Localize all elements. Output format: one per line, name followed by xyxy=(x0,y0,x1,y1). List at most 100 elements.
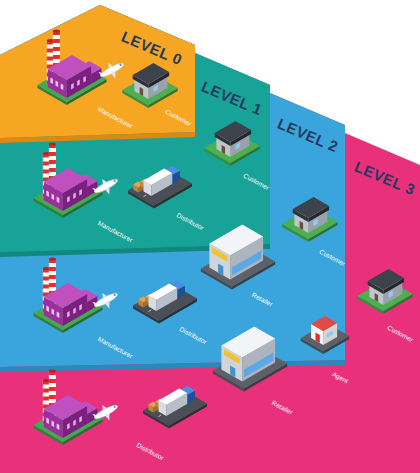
chimney-stripe xyxy=(43,170,50,174)
band-edge xyxy=(0,360,345,372)
chimney-stripe xyxy=(49,267,56,271)
airplane-window xyxy=(113,293,116,296)
entity-label: Distributor xyxy=(135,442,164,462)
factory-window xyxy=(79,189,82,196)
house-roof xyxy=(133,63,169,84)
factory-window xyxy=(46,418,49,425)
store-window xyxy=(232,251,262,276)
customer-house-icon xyxy=(282,197,337,242)
agent-office-icon xyxy=(301,316,349,354)
chimney-top xyxy=(43,267,50,270)
house-roof xyxy=(368,269,404,290)
airplane-icon xyxy=(91,173,122,200)
airplane-icon xyxy=(91,399,122,426)
entity-label: Manufacturer xyxy=(97,220,134,244)
chimney-stripe xyxy=(49,387,56,391)
chimney-stripe xyxy=(43,162,50,166)
factory-window xyxy=(50,78,53,85)
chimney-stripe xyxy=(47,49,54,53)
customer-house-icon xyxy=(357,269,412,314)
agent-door xyxy=(316,333,320,344)
house-door xyxy=(222,145,226,154)
house-window xyxy=(154,85,158,93)
house-roof xyxy=(215,121,251,142)
factory-window xyxy=(71,83,74,90)
entity-label: Distributor xyxy=(175,212,204,232)
chimney-stripe xyxy=(53,47,60,51)
factory-window xyxy=(46,191,49,198)
band-surface xyxy=(0,5,420,473)
store-window xyxy=(244,353,274,378)
chimney-stripe xyxy=(47,57,54,61)
chimney-stripe xyxy=(43,389,50,393)
entity-label: Customer xyxy=(242,173,270,192)
factory-icon xyxy=(33,142,102,218)
house-roof xyxy=(293,197,329,218)
entity-label: Customer xyxy=(318,249,346,268)
chimney-top xyxy=(49,369,56,372)
truck-trailer xyxy=(144,169,173,186)
chimney-stripe xyxy=(49,275,56,279)
distributor-truck-icon xyxy=(133,281,197,324)
chimney-stripe xyxy=(43,397,50,401)
entity-label: Agent xyxy=(331,371,349,385)
chimney-stripe xyxy=(49,160,56,164)
store-sign xyxy=(212,247,228,262)
store-door xyxy=(218,264,223,276)
factory-window xyxy=(57,312,60,319)
road-tile xyxy=(128,169,192,206)
band-surface xyxy=(0,5,345,367)
airplane-window xyxy=(113,405,116,408)
entity-label: Manufacturer xyxy=(97,106,134,130)
factory-window xyxy=(61,84,64,91)
chimney-stripe xyxy=(49,283,56,287)
factory-building xyxy=(44,168,87,193)
factory-window xyxy=(77,80,80,87)
chimney-stripe xyxy=(43,277,50,281)
factory-window xyxy=(52,309,55,316)
house-window xyxy=(314,219,318,227)
airplane-icon xyxy=(91,287,122,314)
retailer-store-icon xyxy=(213,327,287,392)
store-sign xyxy=(224,349,240,364)
factory-building xyxy=(48,55,91,80)
store-door xyxy=(230,366,235,378)
entity-label: Customer xyxy=(164,109,192,128)
house-door xyxy=(140,87,144,96)
airplane-window xyxy=(119,63,122,66)
factory-icon xyxy=(33,369,102,445)
factory-window xyxy=(67,196,70,203)
factory-window xyxy=(79,304,82,311)
agent-building xyxy=(311,316,337,331)
airplane-body xyxy=(93,177,119,195)
factory-window xyxy=(52,194,55,201)
factory-window xyxy=(83,76,86,83)
house-door xyxy=(375,293,379,302)
airplane-body xyxy=(93,291,119,309)
agent-window xyxy=(327,331,333,339)
customer-house-icon xyxy=(204,121,259,166)
factory-building xyxy=(44,283,87,308)
factory-window xyxy=(73,308,76,315)
entity-label: Retailer xyxy=(251,292,274,308)
truck-trailer xyxy=(149,284,178,301)
road-tile xyxy=(133,284,197,321)
chimney-top xyxy=(49,257,56,260)
distributor-truck-icon xyxy=(143,386,207,429)
factory-window xyxy=(79,416,82,423)
chimney-stripe xyxy=(53,39,60,43)
chimney-stripe xyxy=(49,168,56,172)
factory-window xyxy=(57,424,60,431)
truck-trailer xyxy=(159,389,188,406)
chimney-top xyxy=(43,379,50,382)
chimney-top xyxy=(53,29,60,32)
entity-label: Customer xyxy=(386,325,414,344)
road-tile xyxy=(143,389,207,426)
factory-building xyxy=(44,395,87,420)
chimney-stripe xyxy=(49,152,56,156)
airplane-window xyxy=(113,179,116,182)
band-edge xyxy=(0,132,195,143)
retailer-store-icon xyxy=(201,225,275,290)
band-surface xyxy=(0,5,270,252)
